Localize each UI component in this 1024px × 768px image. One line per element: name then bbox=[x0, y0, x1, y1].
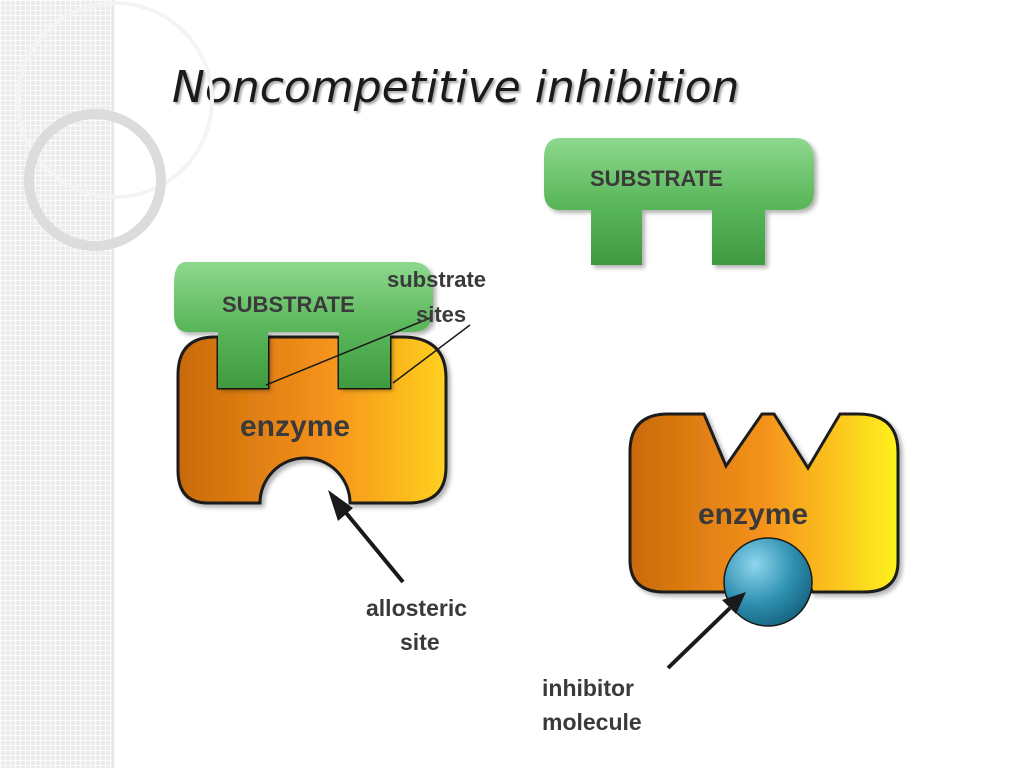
substrate-sites-pointer-1 bbox=[265, 317, 431, 386]
substrate-bound bbox=[174, 262, 433, 388]
enzyme-left-label: enzyme bbox=[240, 410, 350, 443]
substrate-bound-label: SUBSTRATE bbox=[222, 292, 355, 317]
enzyme-right-label: enzyme bbox=[698, 498, 808, 531]
inhibitor-arrow bbox=[666, 592, 746, 670]
substrate-sites-label-line2: sites bbox=[416, 302, 466, 327]
slide-title: Noncompetitive inhibition bbox=[172, 62, 740, 113]
decorative-ring-small bbox=[24, 109, 166, 251]
substrate-sites-label-line1: substrate bbox=[387, 267, 486, 292]
substrate-sites-pointer-2 bbox=[392, 324, 471, 384]
substrate-free bbox=[544, 138, 814, 265]
allosteric-arrow bbox=[328, 490, 405, 584]
substrate-free-label: SUBSTRATE bbox=[590, 166, 723, 191]
inhibitor-label-line2: molecule bbox=[542, 709, 642, 735]
allosteric-label-line1: allosteric bbox=[366, 595, 467, 621]
sidebar-edge bbox=[112, 0, 115, 768]
decorative-ring-large bbox=[16, 1, 214, 199]
allosteric-label-line2: site bbox=[400, 629, 440, 655]
inhibitor-label-line1: inhibitor bbox=[542, 675, 634, 701]
inhibitor-molecule bbox=[723, 537, 813, 627]
